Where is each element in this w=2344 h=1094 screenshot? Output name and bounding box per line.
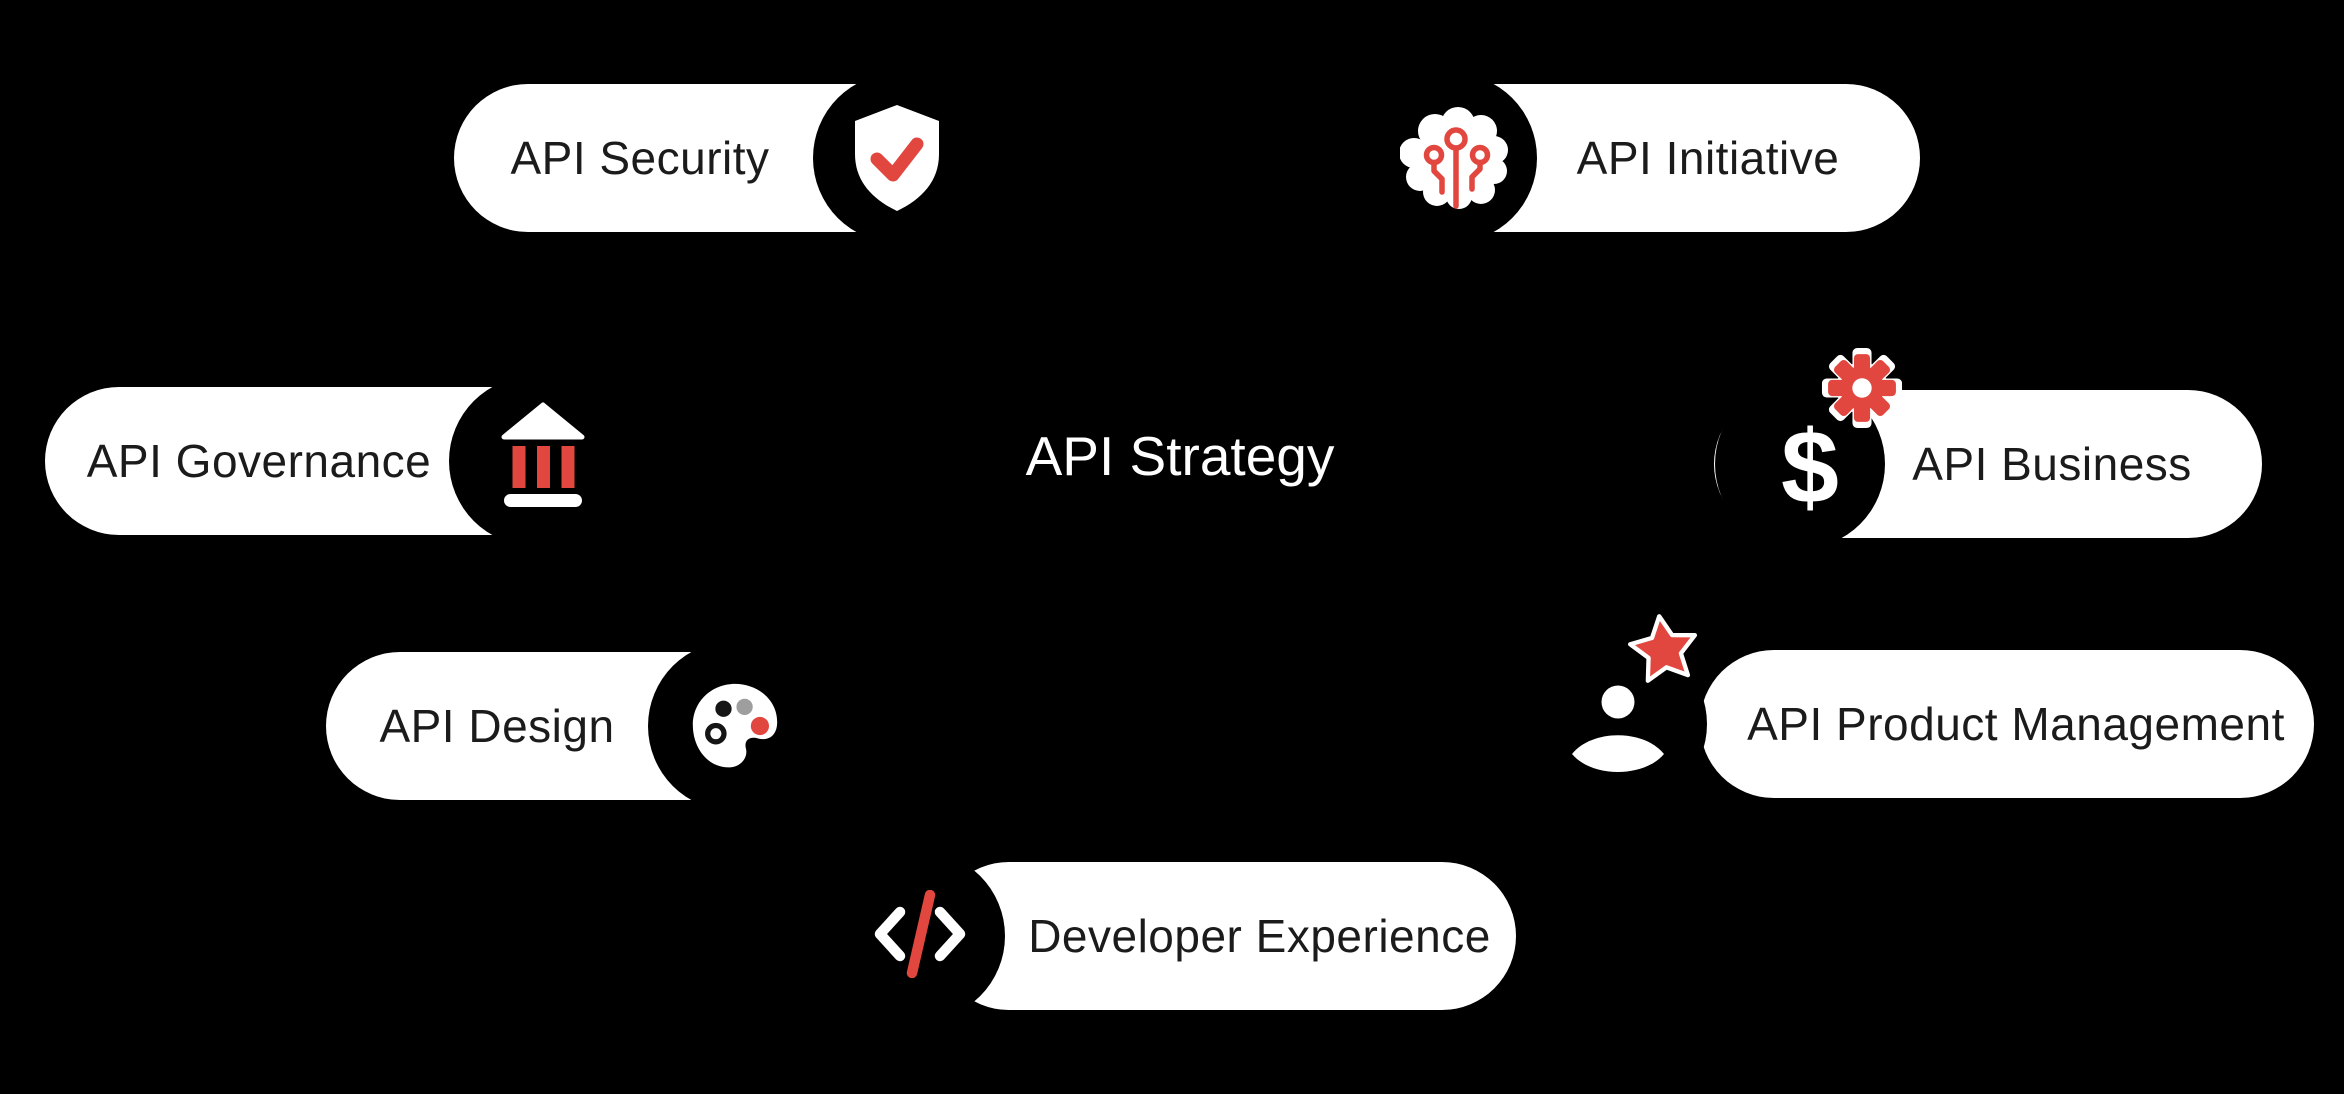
- user-icon: [1572, 685, 1664, 772]
- code-icon: [874, 890, 966, 978]
- api-governance-icon-disc: [449, 376, 619, 546]
- api-design-label: API Design: [379, 700, 615, 752]
- api-initiative-icon-disc: [1367, 73, 1537, 243]
- bank-icon: [501, 402, 585, 507]
- gear-icon: [1821, 347, 1903, 429]
- developer-experience-icon-disc: [835, 851, 1005, 1021]
- api-initiative-pill: API Initiative: [1368, 84, 1920, 232]
- api-governance-pill: API Governance: [45, 387, 591, 535]
- api-security-icon-disc: [813, 73, 983, 243]
- api-business-pill: API Business: [1714, 390, 2262, 538]
- api-product-management-label: API Product Management: [1747, 698, 2285, 750]
- api-governance-label: API Governance: [86, 435, 432, 487]
- api-security-pill: API Security: [454, 84, 944, 232]
- diagram-title: API Strategy: [1025, 425, 1335, 487]
- api-business-label: API Business: [1912, 438, 2192, 490]
- api-business-icon-disc: [1715, 379, 1885, 549]
- api-initiative-label: API Initiative: [1576, 132, 1840, 184]
- api-product-management-pill: API Product Management: [1700, 650, 2314, 798]
- developer-experience-label: Developer Experience: [1028, 910, 1491, 962]
- dollar-icon: $: [1781, 410, 1839, 526]
- api-design-icon-disc: [648, 641, 818, 811]
- paint-palette-icon: [692, 683, 778, 768]
- api-security-label: API Security: [510, 132, 770, 184]
- star-icon: [1628, 614, 1698, 683]
- developer-experience-pill: Developer Experience: [935, 862, 1516, 1010]
- api-design-pill: API Design: [326, 652, 786, 800]
- ai-brain-circuit-icon: [1400, 107, 1508, 209]
- api-product-management-icon-disc: [1537, 639, 1707, 809]
- shield-check-icon: [855, 105, 939, 211]
